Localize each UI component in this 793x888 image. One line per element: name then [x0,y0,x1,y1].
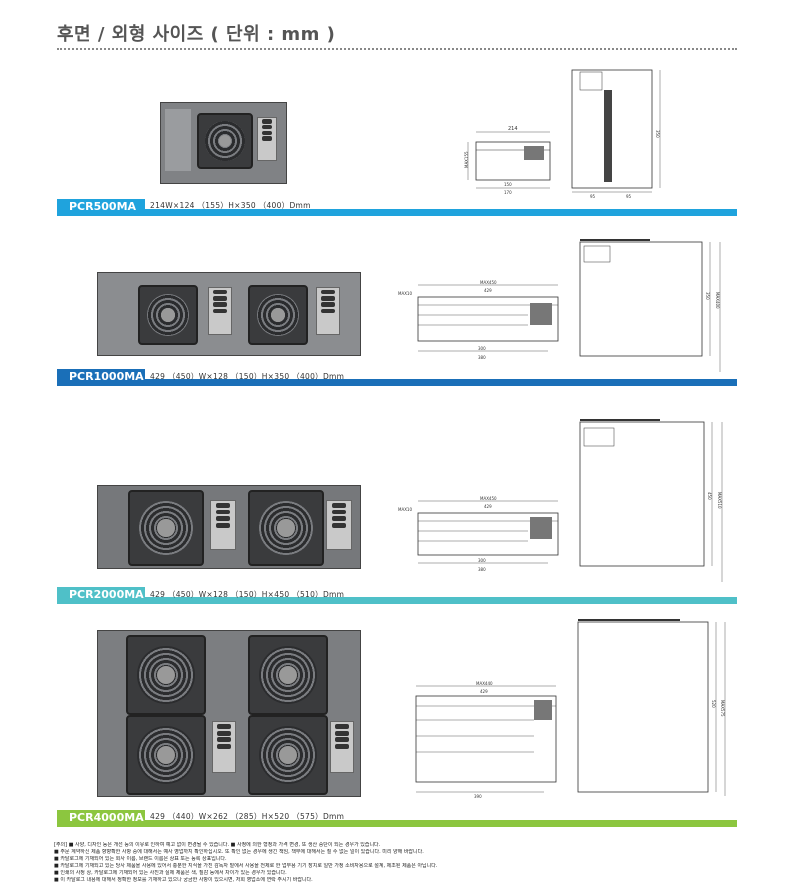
fan [197,113,253,169]
fan [138,285,198,345]
model-bar [57,597,737,604]
model-bar [57,820,737,827]
notes: [주의] ■ 사양, 디자인 등은 개선 등의 이유로 인하여 예고 없이 변경… [54,842,744,884]
drawing-pcr500ma-side: 350 95 95 [560,60,670,200]
model-spec-pcr4000ma: 429 （440）W×262 （285）H×520 （575）Dmm [150,812,345,821]
note-line: ■ 카탈로그에 기재되고 있는 당사 제품을 사용에 있어서 충분한 지식을 가… [54,863,438,869]
model-spec-pcr2000ma: 429 （450）W×128 （150）H×450 （510）Dmm [150,590,345,599]
fan [126,635,206,715]
dim-w2: 429 [484,288,492,293]
drawing-pcr500ma-front: 214 MAX155 150 170 [458,120,558,200]
dim-b2: 380 [478,355,486,360]
drawing-pcr2000ma-side: 450 MAX510 [570,412,730,587]
product-photo-pcr1000ma [97,272,361,356]
terminal-block [208,287,232,335]
dim-b1: 300 [478,558,486,563]
panel [165,109,191,171]
dim-w1: MAX450 [480,280,497,285]
note-line: ■ 인쇄의 사정 상, 카탈로그에 기재되어 있는 사진과 실제 제품은 색, … [54,870,287,876]
model-label-pcr500ma: PCR500MA [57,199,145,215]
dim-b1: 300 [478,346,486,351]
fan [248,285,308,345]
fan [248,715,328,795]
dim-d4: 95 [626,194,632,199]
drawing-pcr4000ma-front: MAX440 429 390 [404,680,564,800]
note-line: ■ 이 카탈로그 내용에 대해서 정확한 정보를 기재하고 있으나 궁금한 사항… [54,877,313,883]
product-photo-pcr4000ma [97,630,361,797]
note-line: ■ 카탈로그에 기재되어 있는 회사 이름, 브랜드 이름은 상표 또는 등록 … [54,856,227,862]
drawing-pcr2000ma-front: MAX450 429 MAX10 300 380 [398,495,568,575]
fan [126,715,206,795]
terminal-block [326,500,352,550]
dim-w1: MAX440 [476,681,493,686]
drawing-pcr1000ma-side: 350 MAX400 [570,232,730,382]
fan [128,490,204,566]
product-photo-pcr500ma [160,102,287,184]
model-spec-pcr1000ma: 429 （450）W×128 （150）H×350 （400）Dmm [150,372,345,381]
terminal-block [212,721,236,773]
dim-d3: 95 [590,194,596,199]
dim-width: 214 [508,126,518,132]
dim-w1: MAX450 [480,496,497,501]
terminal-block [257,117,277,161]
model-spec-pcr500ma: 214W×124 （155）H×350 （400）Dmm [150,201,311,210]
dim-w2: 429 [484,504,492,509]
product-photo-pcr2000ma [97,485,361,569]
dim-w2: 429 [480,689,488,694]
note-line: ■ 주문 계약하신 제품 향향확한 사항 중에 대해서는 예사 영업까지 확인하… [54,849,424,855]
dim-d1: 350 [655,130,660,138]
dim-d1: 350 [705,292,710,300]
dim-w1: 150 [504,182,512,187]
dim-max: MAX10 [398,507,412,512]
model-label-pcr2000ma: PCR2000MA [57,587,145,603]
dim-d2: MAX575 [720,700,725,717]
dim-b2: 380 [478,567,486,572]
page-title: 후면 / 외형 사이즈 ( 단위 : mm ) [57,24,336,45]
model-bar [57,209,737,216]
dim-max: MAX155 [464,151,469,168]
dim-d2: MAX400 [715,292,720,309]
dim-max: MAX10 [398,291,412,296]
drawing-pcr1000ma-front: MAX450 429 MAX10 300 380 [398,275,568,365]
dim-b1: 390 [474,794,482,799]
fan [248,635,328,715]
fan [248,490,324,566]
drawing-pcr4000ma-side: 520 MAX575 [570,610,730,800]
title-divider [57,48,737,50]
dim-d1: 450 [707,492,712,500]
terminal-block [316,287,340,335]
terminal-block [210,500,236,550]
note-line: [주의] ■ 사양, 디자인 등은 개선 등의 이유로 인하여 예고 없이 변경… [54,842,381,848]
model-label-pcr1000ma: PCR1000MA [57,369,145,385]
dim-w2: 170 [504,190,512,195]
terminal-block [330,721,354,773]
dim-d2: MAX510 [717,492,722,509]
dim-d1: 520 [711,700,716,708]
model-bar [57,379,737,386]
model-label-pcr4000ma: PCR4000MA [57,810,145,826]
